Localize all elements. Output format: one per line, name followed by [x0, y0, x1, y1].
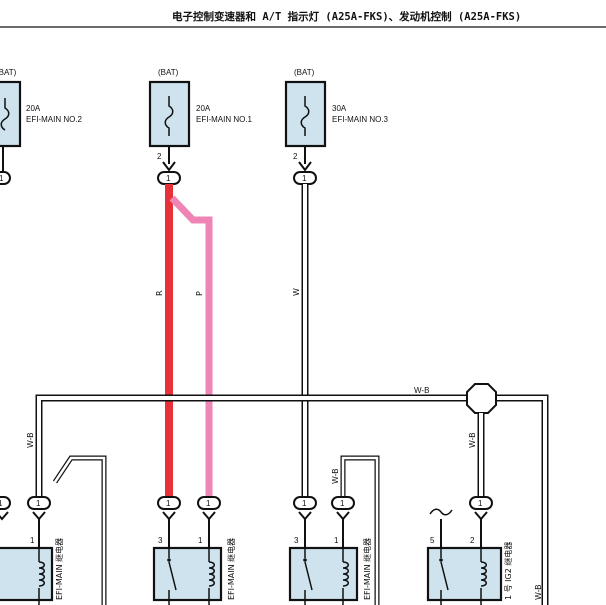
fuse-efi-main-no3: (BAT) 30A EFI-MAIN NO.3 2 1 — [284, 68, 389, 185]
connector: 1 — [331, 496, 355, 521]
fuse-rating: 20A — [26, 104, 41, 113]
fuse-source-label: (BAT) — [0, 68, 17, 77]
connector: 1 — [197, 496, 221, 521]
wire-label-far-right: W-B — [534, 584, 543, 600]
fuse-efi-main-no1: (BAT) 20A EFI-MAIN NO.1 2 1 — [148, 68, 253, 185]
fuse-pin-number: 2 — [293, 152, 298, 161]
relay-pin-number: 3 — [158, 536, 163, 545]
left-bracket-wire — [52, 455, 107, 605]
svg-text:1: 1 — [340, 499, 345, 508]
connector-oval — [0, 171, 11, 185]
relay-box — [426, 546, 503, 602]
fuse-efi-main-no2: (BAT) 20A EFI-MAIN NO.2 1 — [0, 68, 83, 185]
relay-name: 1 号 IG2 继电器 — [503, 542, 513, 600]
connector-pin-number: 1 — [302, 174, 307, 183]
connector: 1 — [0, 496, 11, 521]
mid-bracket-wire — [340, 455, 380, 605]
bus-wire-label: W-B — [414, 386, 429, 395]
connector-pin-number: 1 — [0, 174, 4, 183]
relay-efi-main-center: 3 1 EFI-MAIN 继电器 — [152, 519, 236, 605]
connector: 1 — [27, 496, 51, 521]
wire-label-right-drop: W-B — [468, 432, 477, 448]
svg-text:1: 1 — [36, 499, 41, 508]
fuse-pin-number: 2 — [157, 152, 162, 161]
connector: 1 — [469, 496, 493, 521]
relay-coil-icon — [38, 561, 45, 587]
fuse-element-icon — [164, 96, 174, 136]
relay-switch-icon — [440, 548, 449, 605]
relay-coil-icon — [342, 561, 349, 587]
relay-efi-main-left: 1 EFI-MAIN 继电器 — [0, 519, 64, 605]
svg-text:1: 1 — [302, 499, 307, 508]
fuse-source-label: (BAT) — [158, 68, 179, 77]
relay-pin-number: 1 — [30, 536, 35, 545]
wire-label-left-drop: W-B — [26, 432, 35, 448]
relay-name: EFI-MAIN 继电器 — [54, 538, 64, 600]
wire-label-mid-drop: W-B — [331, 468, 340, 484]
fuse-name: EFI-MAIN NO.1 — [196, 115, 253, 124]
fuse-element-icon — [300, 96, 310, 136]
fuse-name: EFI-MAIN NO.2 — [26, 115, 83, 124]
relay-pin-number: 1 — [334, 536, 339, 545]
ground-bus — [35, 394, 549, 605]
relay-pin-number: 2 — [470, 536, 475, 545]
fuse-box — [284, 80, 327, 148]
relay-name: EFI-MAIN 继电器 — [362, 538, 372, 600]
svg-text:1: 1 — [166, 499, 171, 508]
relay-box — [0, 546, 54, 602]
relay-pin-number: 5 — [430, 536, 435, 545]
relay-ig2-no1: 5 2 1 号 IG2 继电器 — [426, 508, 513, 605]
relay-pin-number: 3 — [294, 536, 299, 545]
terminal-chevron-icon — [298, 161, 312, 172]
connector: 1 — [293, 496, 317, 521]
relay-coil-icon — [208, 561, 215, 587]
relay-switch-icon — [168, 548, 177, 605]
svg-text:1: 1 — [478, 499, 483, 508]
connector: 1 — [157, 496, 181, 521]
relay-name: EFI-MAIN 继电器 — [226, 538, 236, 600]
fuse-rating: 30A — [332, 104, 347, 113]
page-title: 电子控制变速器和 A/T 指示灯 (A25A-FKS)、发动机控制 (A25A-… — [172, 10, 521, 23]
fuse-box — [148, 80, 191, 148]
splice-point-icon — [466, 383, 497, 414]
svg-text:1: 1 — [206, 499, 211, 508]
relay-coil-icon — [480, 561, 487, 587]
wavy-break-icon — [429, 508, 453, 516]
relay-pin-number: 1 — [198, 536, 203, 545]
terminal-chevron-icon — [162, 161, 176, 172]
fuse-box — [0, 80, 22, 148]
wire-color-label-pink: P — [195, 291, 204, 296]
fuse-name: EFI-MAIN NO.3 — [332, 115, 389, 124]
pink-wire — [169, 195, 213, 497]
wire-color-label-white: W — [292, 288, 301, 296]
fuse-source-label: (BAT) — [294, 68, 315, 77]
fuse-element-icon — [0, 98, 10, 131]
connector-pin-number: 1 — [166, 174, 171, 183]
connector-row: 1 1 1 1 1 1 1 — [0, 496, 493, 521]
fuse-rating: 20A — [196, 104, 211, 113]
relay-efi-main-right: 3 1 EFI-MAIN 继电器 — [288, 519, 372, 605]
wire-color-label-red: R — [155, 290, 164, 296]
svg-text:1: 1 — [0, 499, 3, 508]
relay-switch-icon — [304, 548, 313, 605]
